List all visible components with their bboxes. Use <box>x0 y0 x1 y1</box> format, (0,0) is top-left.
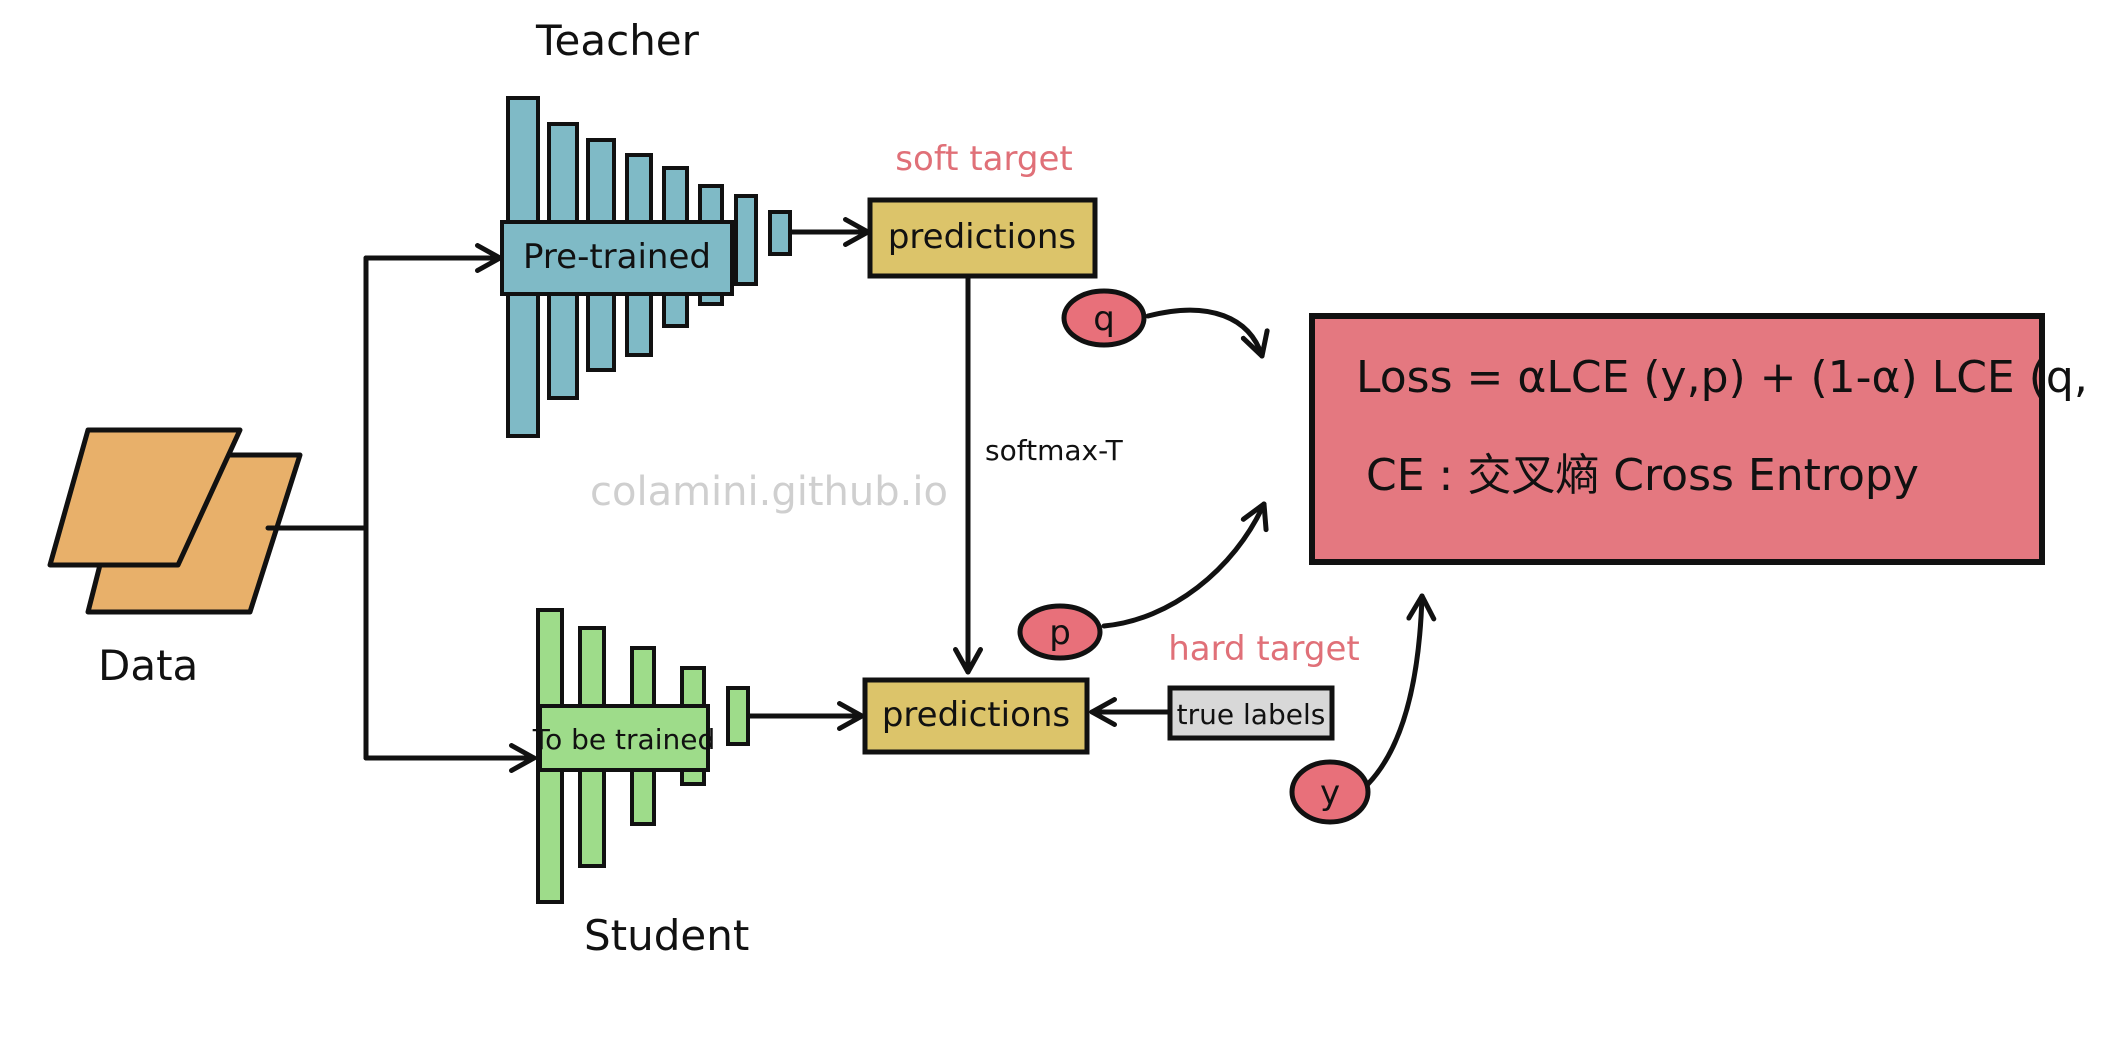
teacher-layer <box>768 210 792 256</box>
teacher-predictions-label: predictions <box>888 217 1076 257</box>
student-predictions-box <box>862 677 1090 755</box>
teacher-predictions-box <box>867 197 1098 279</box>
loss-box <box>1309 313 2045 565</box>
p-symbol: p <box>1049 613 1071 653</box>
softmax-label: softmax-T <box>985 434 1124 467</box>
student-title: Student <box>584 911 749 960</box>
data-sheet-front <box>47 427 243 568</box>
true-labels-label: true labels <box>1177 698 1326 731</box>
soft-target-annotation: soft target <box>895 139 1072 179</box>
student-predictions-label: predictions <box>882 695 1070 735</box>
y-symbol: y <box>1320 773 1340 813</box>
loss-formula: Loss = αLCE (y,p) + (1-α) LCE (q, p) <box>1356 352 2104 403</box>
loss-note: CE : 交叉熵 Cross Entropy <box>1366 450 1919 501</box>
teacher-model-label: Pre-trained <box>523 237 711 277</box>
student-model-box <box>538 704 710 772</box>
teacher-network <box>500 96 792 438</box>
student-model-label: To be trained <box>532 723 715 756</box>
curved-arrow-icon <box>1365 593 1437 787</box>
hard-target-annotation: hard target <box>1168 629 1360 669</box>
curved-arrow-icon <box>1101 501 1269 629</box>
teacher-title: Teacher <box>535 16 700 65</box>
y-circle <box>1289 759 1371 825</box>
curved-arrow-icon <box>1145 307 1270 359</box>
student-layer <box>726 686 750 746</box>
student-network <box>536 608 750 904</box>
data-branch-arrows <box>265 243 537 773</box>
teacher-layer <box>734 194 758 286</box>
q-symbol: q <box>1093 299 1115 339</box>
p-circle <box>1017 603 1103 661</box>
teacher-model-box <box>500 220 734 296</box>
data-label: Data <box>98 641 198 690</box>
data-icon <box>47 427 303 615</box>
q-circle <box>1061 288 1147 348</box>
watermark: colamini.github.io <box>590 469 948 515</box>
